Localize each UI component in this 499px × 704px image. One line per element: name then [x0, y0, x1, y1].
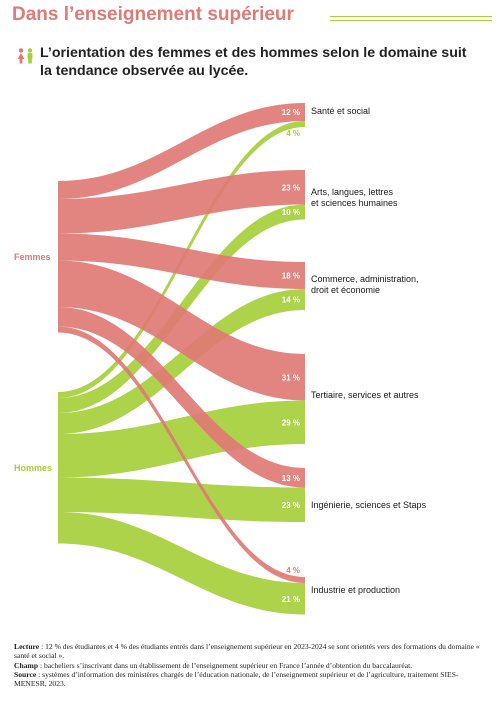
sankey-chart: 12 % 4 % 23 % 10 % 18 % 14 % 31 % 29 % 13 % 23 % 4… — [14, 103, 427, 615]
chart-subtitle: L’orientation des femmes et des hommes s… — [40, 45, 467, 79]
note-source: Source : systèmes d’information des mini… — [14, 670, 486, 689]
note-lecture-text: : 12 % des étudiantes et 4 % des étudian… — [14, 642, 480, 661]
value-label-hommes-4: 29 % — [282, 418, 300, 427]
flow-hommes-5 — [58, 477, 305, 522]
section-title: Dans l’enseignement supérieur — [12, 4, 294, 25]
target-label-5: Ingénierie, sciences et Staps — [311, 500, 427, 510]
flow-hommes-6 — [58, 512, 305, 615]
value-label-hommes-3: 14 % — [282, 296, 300, 305]
value-label-hommes-2: 10 % — [282, 208, 300, 217]
women-men-people-icon — [16, 48, 36, 69]
target-label-2-line1: Arts, langues, lettres — [311, 187, 394, 197]
flow-femmes-5 — [58, 307, 305, 488]
value-label-femmes-5: 13 % — [282, 474, 300, 483]
value-label-femmes-6: 4 % — [286, 566, 300, 575]
note-source-label: Source — [14, 669, 37, 679]
note-lecture-label: Lecture — [14, 642, 40, 651]
flow-hommes-4 — [58, 400, 305, 478]
value-label-femmes-3: 18 % — [282, 272, 300, 281]
target-label-2-line2: et sciences humaines — [311, 198, 398, 208]
header-rule-bottom — [330, 20, 492, 21]
value-label-femmes-2: 23 % — [282, 183, 300, 192]
value-label-femmes-1: 12 % — [282, 108, 300, 117]
value-label-hommes-5: 23 % — [282, 501, 300, 510]
note-champ-label: Champ — [14, 660, 39, 670]
target-label-3-line1: Commerce, administration, — [311, 274, 419, 284]
value-label-femmes-4: 31 % — [282, 373, 300, 382]
flow-femmes-4 — [58, 260, 305, 401]
target-label-4: Tertiaire, services et autres — [311, 390, 419, 400]
header-rule-top — [330, 16, 492, 17]
source-label-hommes: Hommes — [14, 463, 52, 473]
note-champ-text: : bacheliers s’inscrivant dans un établi… — [38, 660, 413, 670]
flow-femmes-3 — [58, 233, 305, 289]
note-source-text: : systèmes d’information des ministères … — [14, 669, 459, 689]
flow-femmes-6 — [58, 326, 305, 583]
value-label-hommes-6: 21 % — [282, 595, 300, 604]
flow-femmes-1 — [58, 103, 305, 199]
flow-hommes-3 — [58, 289, 305, 434]
value-label-hommes-1: 4 % — [286, 129, 300, 138]
source-label-femmes: Femmes — [14, 252, 51, 262]
section-header: Dans l’enseignement supérieur — [12, 4, 492, 30]
target-label-6: Industrie et production — [311, 585, 400, 595]
note-lecture: Lecture : 12 % des étudiantes et 4 % des… — [14, 642, 486, 661]
note-champ: Champ : bacheliers s’inscrivant dans un … — [14, 661, 486, 670]
chart-notes: Lecture : 12 % des étudiantes et 4 % des… — [14, 642, 486, 688]
target-label-3-line2: droit et économie — [311, 285, 380, 295]
target-label-1: Santé et social — [311, 106, 370, 116]
flow-femmes-2 — [58, 170, 305, 234]
